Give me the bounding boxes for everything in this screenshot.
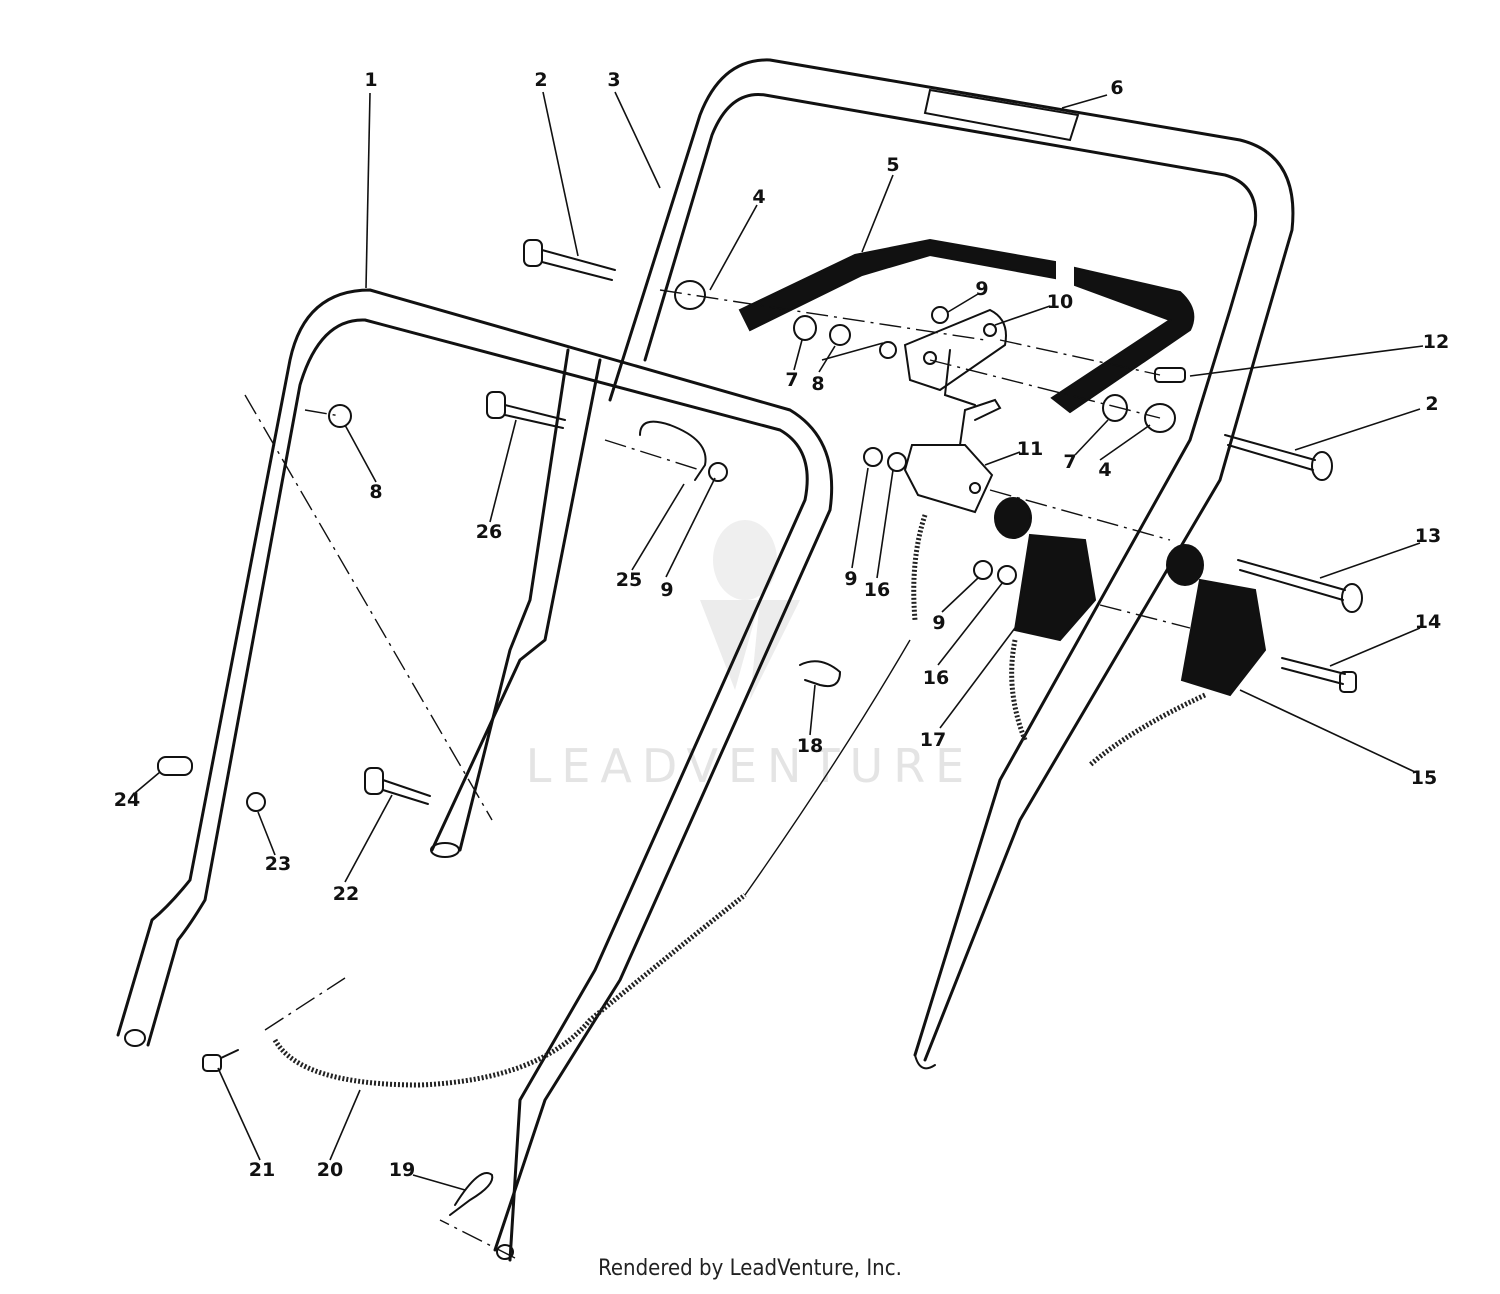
- callout-14: 14: [1415, 611, 1441, 633]
- callout-15: 15: [1411, 767, 1437, 789]
- callout-9-clip: 9: [660, 579, 673, 601]
- callout-13: 13: [1415, 525, 1441, 547]
- center-lines: [244, 289, 1191, 1259]
- rendered-by-credit: Rendered by LeadVenture, Inc.: [598, 1256, 902, 1281]
- lower-handle: [116, 288, 834, 1262]
- watermark-text: LEADVENTURE: [526, 739, 975, 793]
- callout-25: 25: [616, 569, 642, 591]
- callout-26: 26: [476, 521, 502, 543]
- callouts: 1 2 3 6 5 4 9 10 12 7 8 2 11 7 4 8 26 13…: [114, 69, 1449, 1181]
- callout-9-top: 9: [975, 278, 988, 300]
- callout-7-right: 7: [1063, 451, 1076, 473]
- callout-8-left: 8: [369, 481, 382, 503]
- callout-4-top: 4: [752, 186, 765, 208]
- callout-22: 22: [333, 883, 359, 905]
- callout-5: 5: [886, 154, 899, 176]
- watermark: LEADVENTURE: [526, 520, 975, 793]
- callout-20: 20: [317, 1159, 343, 1181]
- callout-23: 23: [265, 853, 291, 875]
- control-units: [994, 497, 1267, 697]
- callout-8-mid: 8: [811, 373, 824, 395]
- callout-11: 11: [1017, 438, 1043, 460]
- callout-12: 12: [1423, 331, 1449, 353]
- leader-lines: [134, 91, 1424, 1191]
- callout-24: 24: [114, 789, 140, 811]
- switch-block: [903, 398, 1002, 514]
- callout-18: 18: [797, 735, 823, 757]
- callout-17: 17: [920, 729, 946, 751]
- callout-9-control: 9: [932, 612, 945, 634]
- cables: [272, 514, 1207, 1088]
- callout-10: 10: [1047, 291, 1073, 313]
- callout-19: 19: [389, 1159, 415, 1181]
- callout-6: 6: [1110, 77, 1123, 99]
- control-plate: [903, 308, 1007, 406]
- callout-16-control: 16: [923, 667, 949, 689]
- callout-4-right: 4: [1098, 459, 1111, 481]
- callout-1: 1: [364, 69, 377, 91]
- bail: [738, 238, 1195, 414]
- callout-16-switch: 16: [864, 579, 890, 601]
- hardware: [157, 239, 1363, 1216]
- callout-2-top: 2: [534, 69, 547, 91]
- callout-2-right: 2: [1425, 393, 1438, 415]
- callout-3: 3: [607, 69, 620, 91]
- upper-handle: [608, 58, 1295, 1070]
- callout-9-switch: 9: [844, 568, 857, 590]
- callout-21: 21: [249, 1159, 275, 1181]
- callout-7-left: 7: [785, 369, 798, 391]
